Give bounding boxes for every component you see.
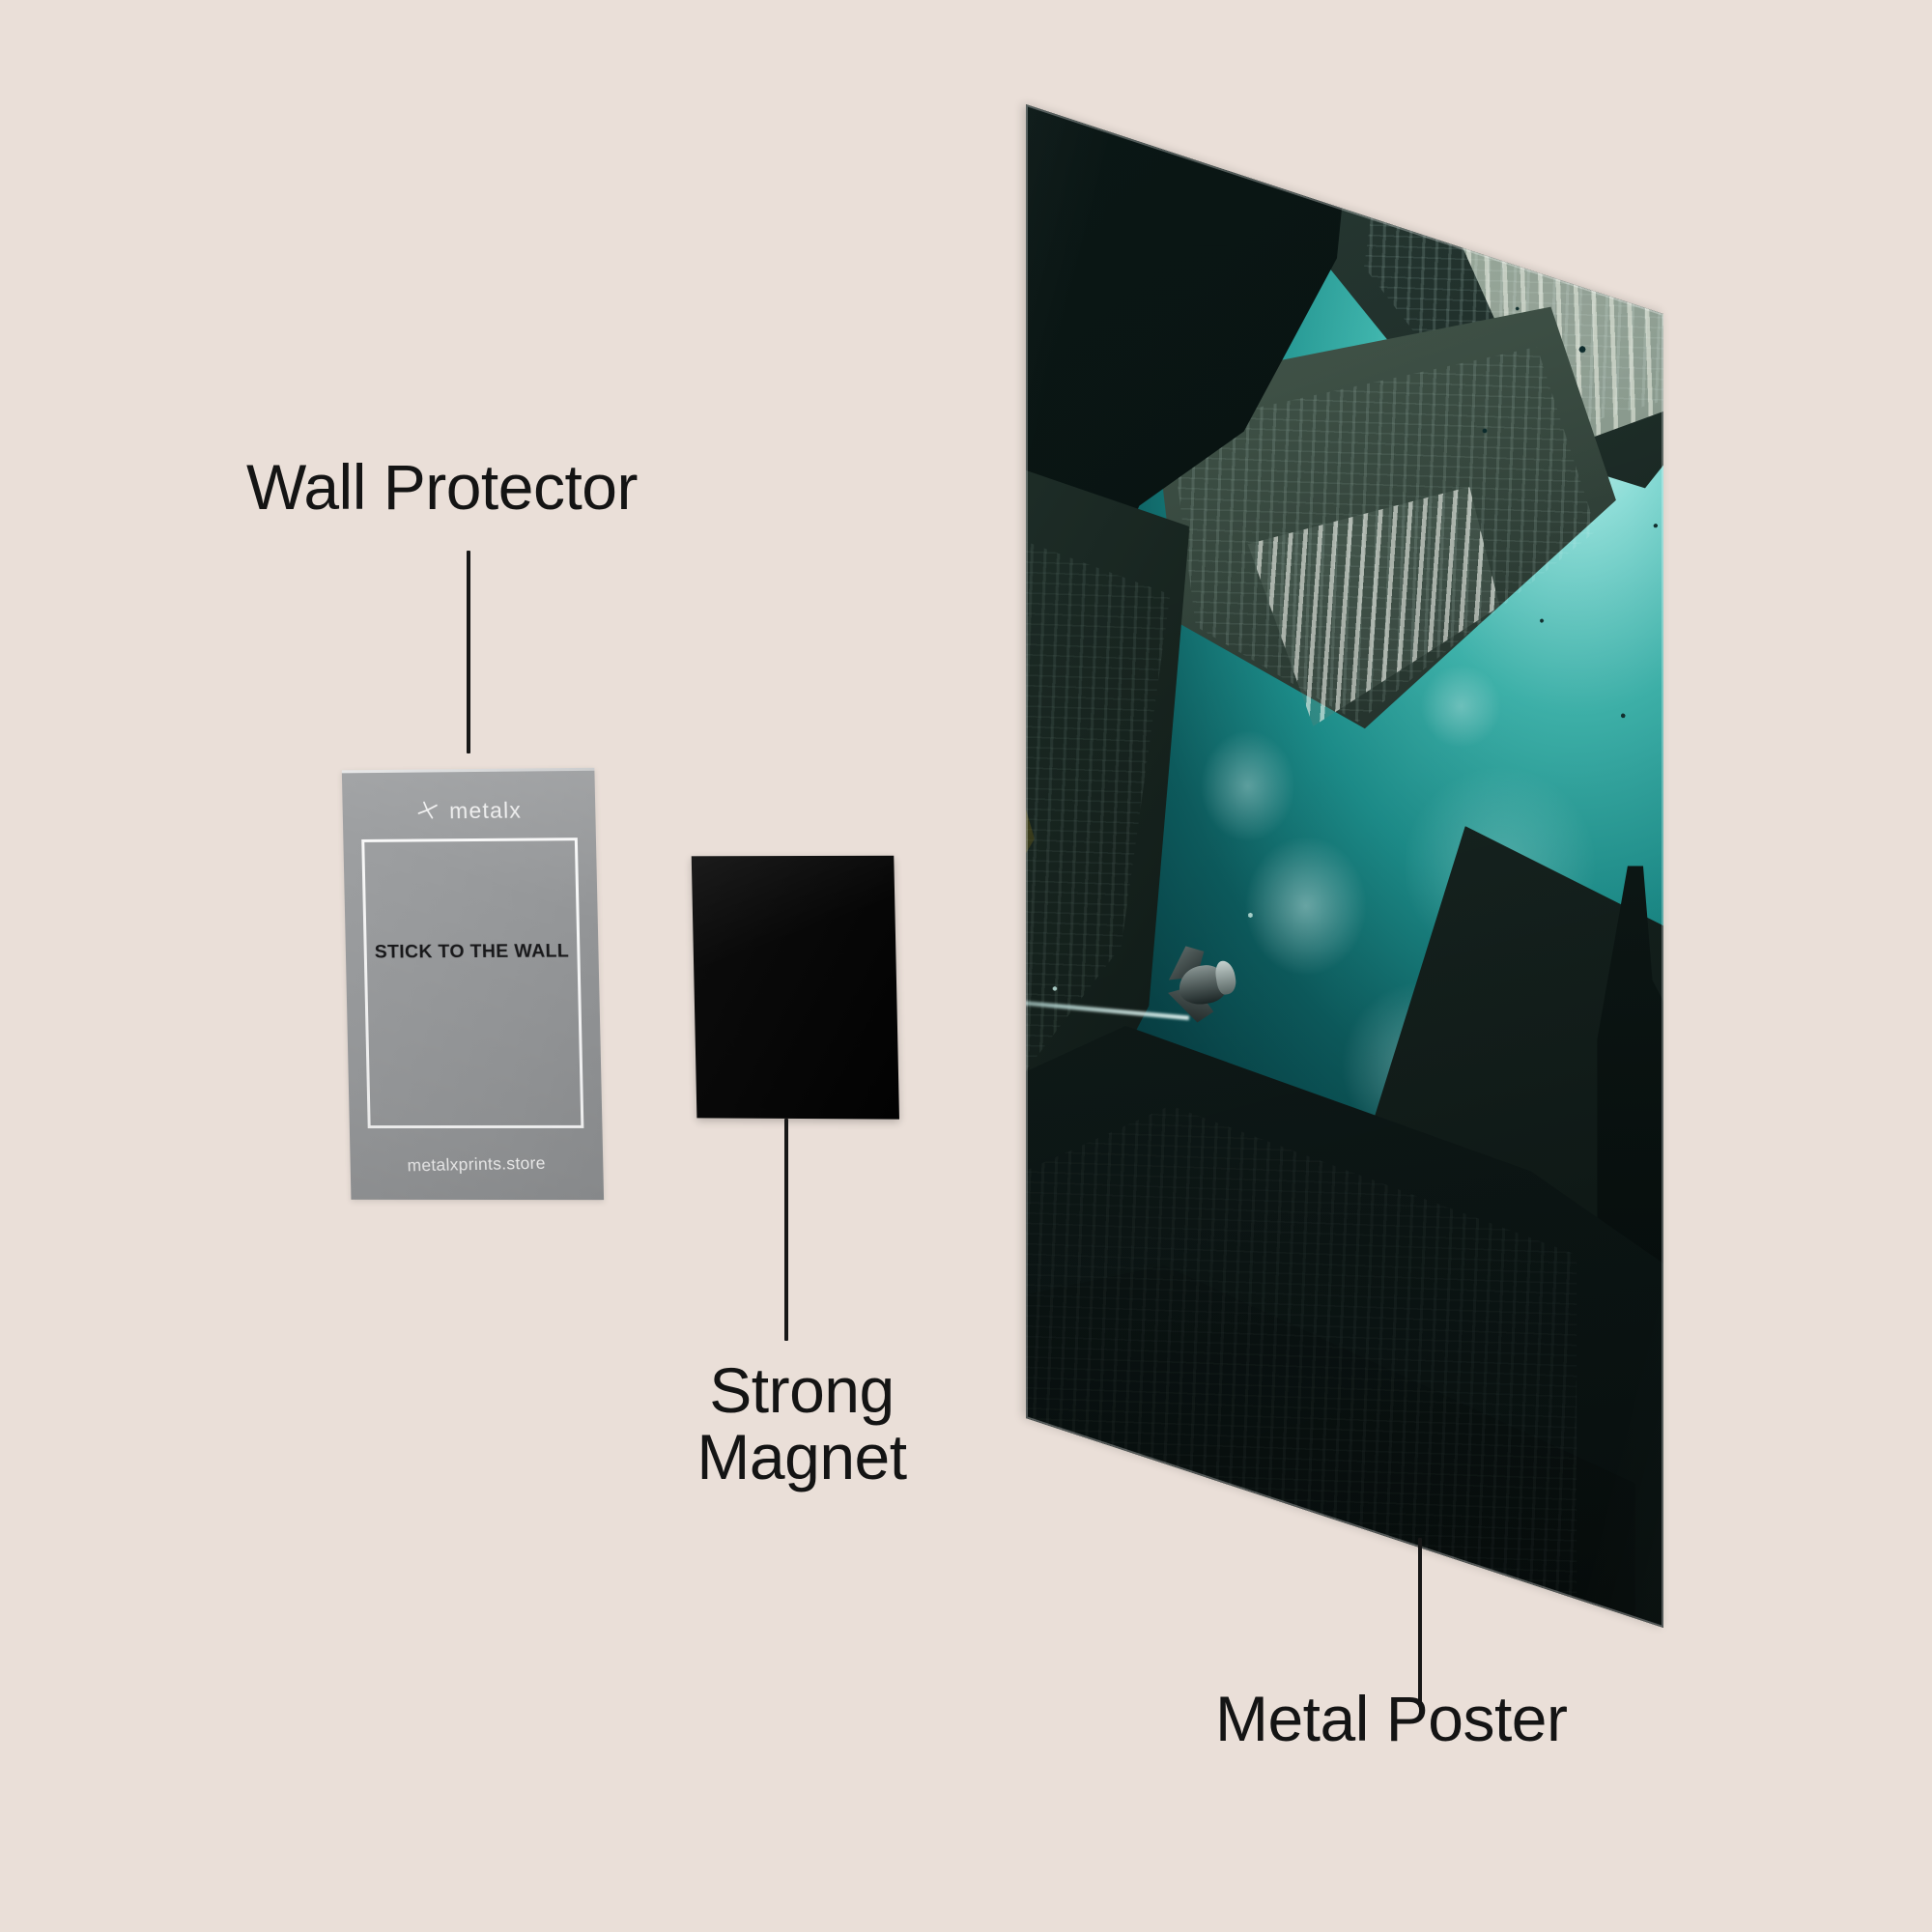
metalx-cross-icon xyxy=(415,798,439,820)
metalx-wordmark: metalx xyxy=(448,797,523,823)
metalx-logo: metalx xyxy=(342,793,595,828)
label-strong-magnet: Strong Magnet xyxy=(696,1354,907,1492)
metal-sheen-overlay xyxy=(1026,104,1663,1628)
stick-to-wall-text: STICK TO THE WALL xyxy=(374,940,570,963)
leader-line-strong-magnet xyxy=(784,1119,788,1341)
leader-line-metal-poster xyxy=(1418,1538,1422,1707)
poster-artwork xyxy=(1026,104,1663,1628)
leader-line-wall-protector xyxy=(467,551,470,753)
magnet-square xyxy=(691,855,899,1120)
label-metal-poster: Metal Poster xyxy=(1215,1683,1568,1754)
store-url-text: metalxprints.store xyxy=(407,1152,547,1176)
wall-protector-product[interactable]: metalx STICK TO THE WALL metalxprints.st… xyxy=(341,767,605,1201)
card-inner-frame xyxy=(361,838,584,1129)
metal-poster-product[interactable] xyxy=(1026,104,1663,1628)
label-wall-protector: Wall Protector xyxy=(246,451,638,523)
card-top-highlight xyxy=(341,767,595,774)
strong-magnet-product[interactable] xyxy=(691,855,899,1120)
wall-protector-card: metalx STICK TO THE WALL metalxprints.st… xyxy=(341,767,605,1201)
